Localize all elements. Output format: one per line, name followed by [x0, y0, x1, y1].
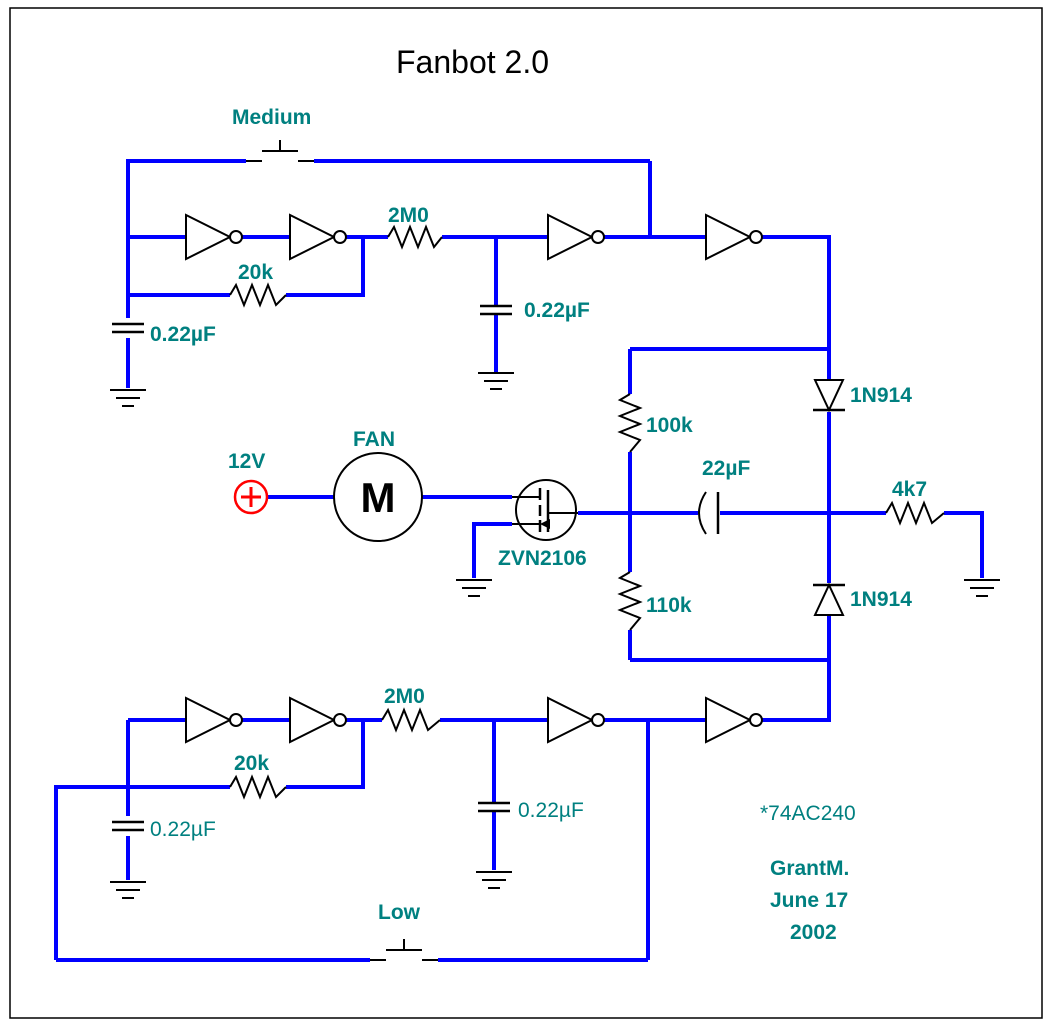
- resistor-110k: [617, 571, 643, 631]
- inverter-top-1: [185, 214, 243, 260]
- fan-label: FAN: [353, 428, 395, 451]
- supply-12v-symbol: [233, 479, 269, 515]
- res-110k-label: 110k: [646, 594, 692, 617]
- ground-right: [963, 579, 1001, 597]
- ic-note: *74AC240: [760, 802, 856, 825]
- diode-bottom: [813, 582, 845, 616]
- inverter-bot-3: [547, 697, 605, 743]
- inverter-top-3: [547, 214, 605, 260]
- resistor-4k7: [885, 500, 945, 526]
- bottom-wires: [54, 718, 706, 962]
- inverter-bot-4: [705, 697, 763, 743]
- capacitor-22uf: [698, 491, 720, 535]
- capacitor-top-mid: [478, 304, 514, 316]
- inverter-top-4: [705, 214, 763, 260]
- cap-22uf-label: 22µF: [702, 457, 750, 480]
- inverter-bot-1: [185, 697, 243, 743]
- res-4k7-label: 4k7: [892, 478, 927, 501]
- res-100k-label: 100k: [646, 414, 693, 437]
- top-wires: [126, 159, 831, 388]
- author-label: GrantM.: [770, 857, 849, 880]
- low-label: Low: [378, 901, 421, 924]
- diagram-border: [9, 7, 1043, 1019]
- ground-top-left: [109, 389, 147, 407]
- inverter-bot-2: [289, 697, 347, 743]
- medium-pushbutton: [246, 140, 314, 162]
- motor-symbol-text: M: [361, 474, 396, 521]
- low-pushbutton: [370, 939, 438, 961]
- diode-bottom-label: 1N914: [850, 588, 912, 611]
- resistor-2m0-bottom: [381, 707, 441, 733]
- diode-top: [813, 379, 845, 413]
- res-2m0-bot-label: 2M0: [384, 685, 425, 708]
- res-20k-top-label: 20k: [238, 261, 273, 284]
- inverter-top-2: [289, 214, 347, 260]
- ground-top-mid: [477, 372, 515, 390]
- cap-top-left-label: 0.22µF: [150, 323, 216, 346]
- mosfet-label: ZVN2106: [498, 547, 587, 570]
- date-label: June 17: [770, 889, 848, 912]
- cap-bot-mid-label: 0.22µF: [518, 799, 584, 822]
- res-20k-bot-label: 20k: [234, 752, 269, 775]
- diode-top-label: 1N914: [850, 384, 912, 407]
- fan-motor: M: [333, 452, 423, 542]
- resistor-20k-bottom: [229, 774, 287, 800]
- resistor-20k-top: [229, 282, 287, 308]
- diagram-title: Fanbot 2.0: [396, 44, 549, 80]
- mosfet-zvn2106: [512, 479, 578, 541]
- ground-bot-left: [109, 881, 147, 899]
- resistor-2m0-top: [387, 224, 443, 250]
- supply-label: 12V: [228, 450, 265, 473]
- center-wires: [268, 347, 984, 722]
- capacitor-bot-mid: [476, 801, 512, 813]
- ground-mosfet: [455, 579, 493, 597]
- cap-top-mid-label: 0.22µF: [524, 299, 590, 322]
- cap-bot-left-label: 0.22µF: [150, 818, 216, 841]
- medium-label: Medium: [232, 106, 311, 129]
- year-label: 2002: [790, 921, 837, 944]
- res-2m0-top-label: 2M0: [388, 204, 429, 227]
- resistor-100k: [617, 393, 643, 453]
- ground-bot-mid: [475, 871, 513, 889]
